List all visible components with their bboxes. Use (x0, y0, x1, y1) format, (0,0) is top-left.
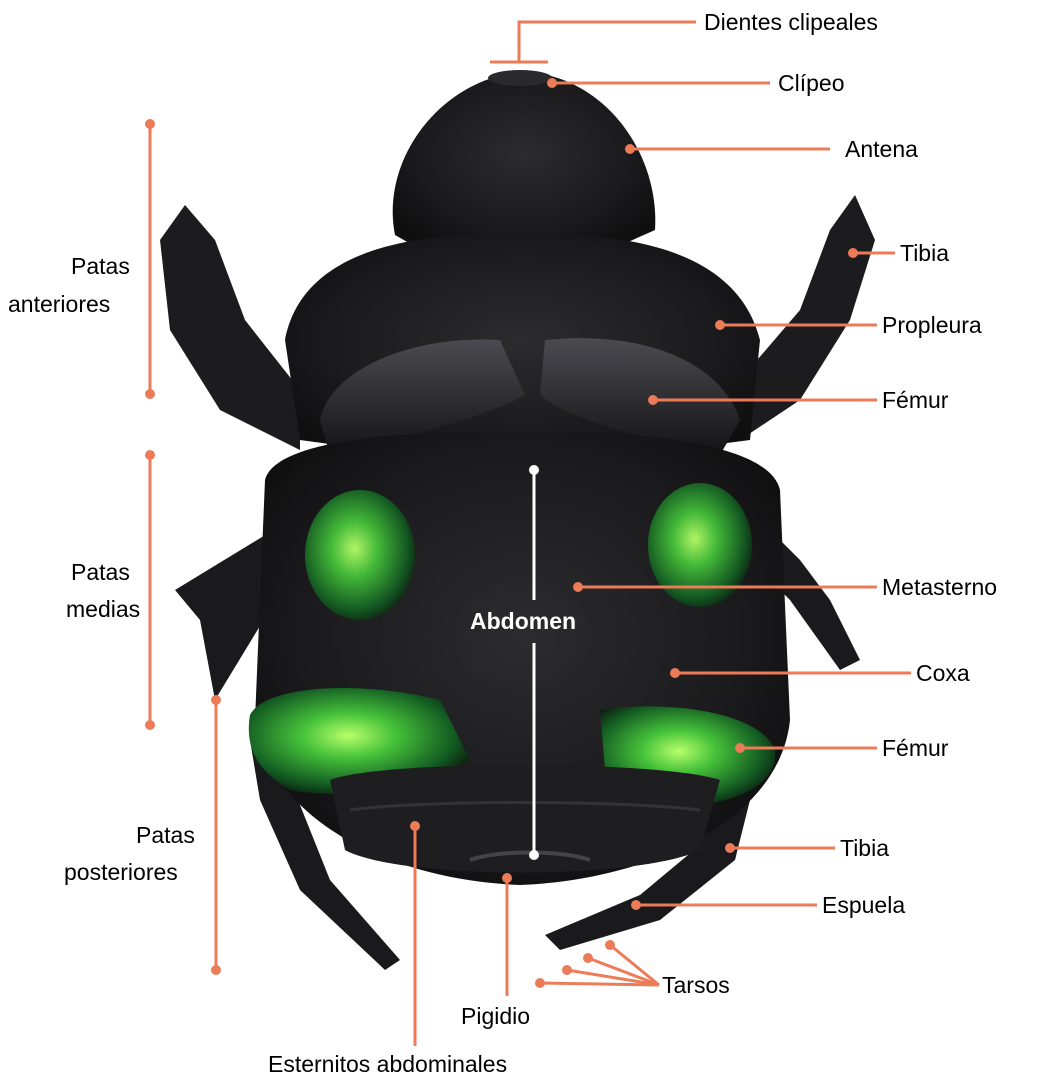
dot-pigidio (502, 873, 512, 883)
label-tibia-anterior: Tibia (900, 239, 949, 267)
dot-esternitos (410, 821, 420, 831)
bracket-posteriores-top (211, 695, 221, 705)
dot-tarsos-1 (605, 940, 615, 950)
leader-tarsos-2 (588, 958, 659, 985)
group-posteriores-line1: Patas (136, 821, 195, 849)
leader-dientes-clipeales (519, 22, 696, 62)
label-abdomen: Abdomen (470, 607, 576, 635)
label-dientes-clipeales: Dientes clipeales (704, 8, 878, 36)
label-esternitos: Esternitos abdominales (268, 1050, 507, 1078)
dot-metasterno (573, 582, 583, 592)
dot-espuela (631, 900, 641, 910)
bracket-anteriores-top (145, 119, 155, 129)
label-tibia-posterior: Tibia (840, 834, 889, 862)
label-coxa: Coxa (916, 659, 970, 687)
label-clipeo: Clípeo (778, 69, 844, 97)
bracket-posteriores-bottom (211, 965, 221, 975)
label-metasterno: Metasterno (882, 573, 997, 601)
label-espuela: Espuela (822, 891, 905, 919)
abdomen-dot-bottom (529, 850, 539, 860)
dot-femur-posterior (735, 743, 745, 753)
label-tarsos: Tarsos (662, 971, 730, 999)
group-anteriores-line1: Patas (71, 252, 130, 280)
dot-femur-anterior (648, 395, 658, 405)
dot-tibia-posterior (725, 843, 735, 853)
label-femur-posterior: Fémur (882, 734, 948, 762)
dot-tibia-anterior (848, 248, 858, 258)
dot-clipeo (547, 78, 557, 88)
dot-tarsos-3 (562, 965, 572, 975)
dot-tarsos-2 (583, 953, 593, 963)
label-propleura: Propleura (882, 311, 982, 339)
label-femur-anterior: Fémur (882, 386, 948, 414)
abdomen-dot-top (529, 465, 539, 475)
leader-tarsos-4 (540, 983, 659, 985)
bracket-medias-top (145, 450, 155, 460)
group-posteriores-line2: posteriores (64, 858, 178, 886)
group-medias-line1: Patas (71, 558, 130, 586)
label-pigidio: Pigidio (461, 1002, 530, 1030)
group-medias-line2: medias (66, 595, 140, 623)
bracket-anteriores-bottom (145, 389, 155, 399)
dot-propleura (715, 320, 725, 330)
group-anteriores-line2: anteriores (8, 290, 110, 318)
bracket-medias-bottom (145, 720, 155, 730)
dot-coxa (670, 668, 680, 678)
dot-tarsos-4 (535, 978, 545, 988)
label-antena: Antena (845, 135, 918, 163)
dot-antena (625, 144, 635, 154)
